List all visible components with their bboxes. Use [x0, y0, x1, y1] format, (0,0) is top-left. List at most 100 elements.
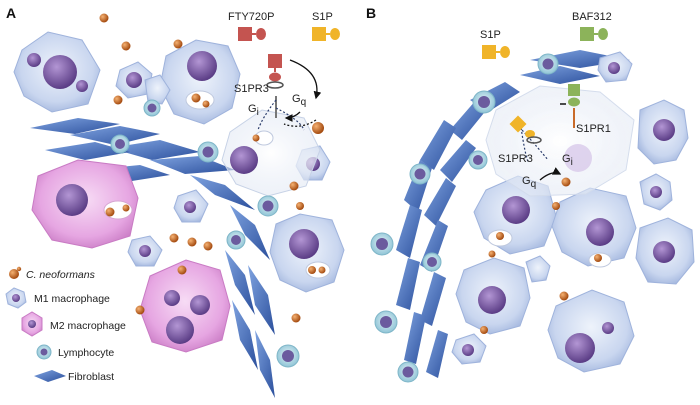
nucleus: [27, 53, 41, 67]
signaling-cell-b: [485, 85, 635, 197]
nucleus: [542, 58, 554, 70]
nucleus: [478, 96, 490, 108]
fibroblast: [190, 175, 255, 210]
nucleus: [202, 146, 214, 158]
s1p-signal-arrow: [289, 59, 322, 100]
cryptococcus: [291, 313, 301, 323]
legend-label: M2 macrophage: [50, 320, 126, 332]
cryptococcus: [122, 204, 130, 212]
baf312-bound-icon: [568, 84, 580, 96]
nucleus: [262, 200, 274, 212]
fibroblast: [396, 258, 420, 310]
panel-b: B: [366, 5, 695, 383]
s1p-label: S1P: [312, 11, 333, 23]
m1-macrophage: [547, 289, 635, 373]
legend: C. neoformans M1 macrophage M2 macrophag…: [5, 266, 126, 383]
gq-arrow: [284, 111, 301, 122]
nucleus: [653, 119, 675, 141]
nucleus: [230, 146, 258, 174]
nucleus: [502, 196, 530, 224]
nucleus: [564, 144, 592, 172]
nucleus: [282, 350, 294, 362]
fibroblast: [150, 156, 235, 174]
cryptococcus-a: [99, 13, 326, 323]
gq-pathway: [275, 107, 305, 131]
nucleus: [184, 201, 196, 213]
nucleus: [76, 80, 88, 92]
nucleus: [650, 186, 662, 198]
m2-macrophages-a: [31, 159, 231, 353]
cryptococcus: [552, 202, 560, 210]
baf312-icon: [580, 27, 594, 41]
lymphocytes-b: [370, 53, 559, 383]
m2-macrophage: [139, 259, 231, 353]
cryptococcus: [135, 305, 145, 315]
legend-item-m1: M1 macrophage: [5, 287, 110, 309]
baf312-icon-head: [598, 28, 608, 40]
cryptococcus: [252, 134, 260, 142]
m1-macrophage: [525, 255, 551, 283]
s1pr3-receptor-head: [526, 136, 542, 144]
cryptococcus: [99, 13, 109, 23]
nucleus: [478, 286, 506, 314]
nucleus: [608, 62, 620, 74]
fibroblast: [440, 140, 476, 182]
cryptococcus: [308, 266, 316, 274]
legend-label: C. neoformans: [26, 269, 96, 281]
fibroblast: [396, 205, 422, 258]
lymphocyte-icon-nucleus: [40, 348, 48, 356]
signaling-macrophage: [485, 85, 635, 197]
cryptococcus: [173, 39, 183, 49]
ligand-icons-a: FTY720P S1P: [228, 11, 340, 127]
phagocytosis-arrow: [283, 119, 317, 127]
nucleus: [231, 235, 241, 245]
legend-label: Lymphocyte: [58, 347, 114, 359]
legend-label: M1 macrophage: [34, 293, 110, 305]
ligand-icons-b: S1P BAF312: [480, 11, 612, 144]
panel-a-label: A: [6, 5, 16, 21]
gq-label-a: Gq: [292, 93, 306, 108]
gq-label-b: Gq: [522, 175, 536, 190]
nucleus: [565, 333, 595, 363]
fibroblast: [426, 330, 448, 378]
gi-label-b: Gi: [562, 153, 573, 168]
nucleus: [164, 290, 180, 306]
nucleus: [147, 103, 157, 113]
cryptococcus: [177, 265, 187, 275]
m1-macrophage: [144, 74, 171, 105]
nucleus: [462, 344, 474, 356]
fibroblast: [420, 272, 446, 326]
cryptococcus: [169, 233, 179, 243]
cryptococcus: [296, 202, 304, 210]
fibroblast: [70, 126, 160, 145]
fibroblast: [232, 300, 258, 370]
nucleus: [187, 51, 217, 81]
cryptococcus: [496, 232, 504, 240]
fibroblast: [45, 142, 130, 160]
cryptococcus: [191, 93, 201, 103]
nucleus: [126, 72, 142, 88]
s1pr3-label-a: S1PR3: [234, 83, 269, 95]
cryptococcus: [312, 122, 324, 134]
cryptococcus: [203, 241, 213, 251]
fibroblast: [230, 205, 270, 260]
cryptococcus-b: [480, 177, 602, 334]
nucleus: [414, 168, 426, 180]
nucleus: [427, 257, 437, 267]
legend-item-fibroblast: Fibroblast: [34, 370, 114, 383]
cryptococcus: [113, 95, 123, 105]
fty720p-bound-icon: [268, 54, 282, 68]
cryptococcus: [488, 250, 496, 258]
gi-pathway: [521, 129, 549, 161]
cryptococcus: [289, 181, 299, 191]
fibroblast: [424, 178, 456, 226]
m1-macrophages-b: [451, 51, 695, 373]
s1p-icon-head: [330, 28, 340, 40]
cryptococcus: [594, 254, 602, 262]
gi-pathway: [257, 99, 277, 131]
fibroblast: [110, 140, 200, 160]
cryptococcus: [105, 207, 115, 217]
s1pr3-label-b: S1PR3: [498, 153, 533, 165]
nucleus: [402, 366, 414, 378]
